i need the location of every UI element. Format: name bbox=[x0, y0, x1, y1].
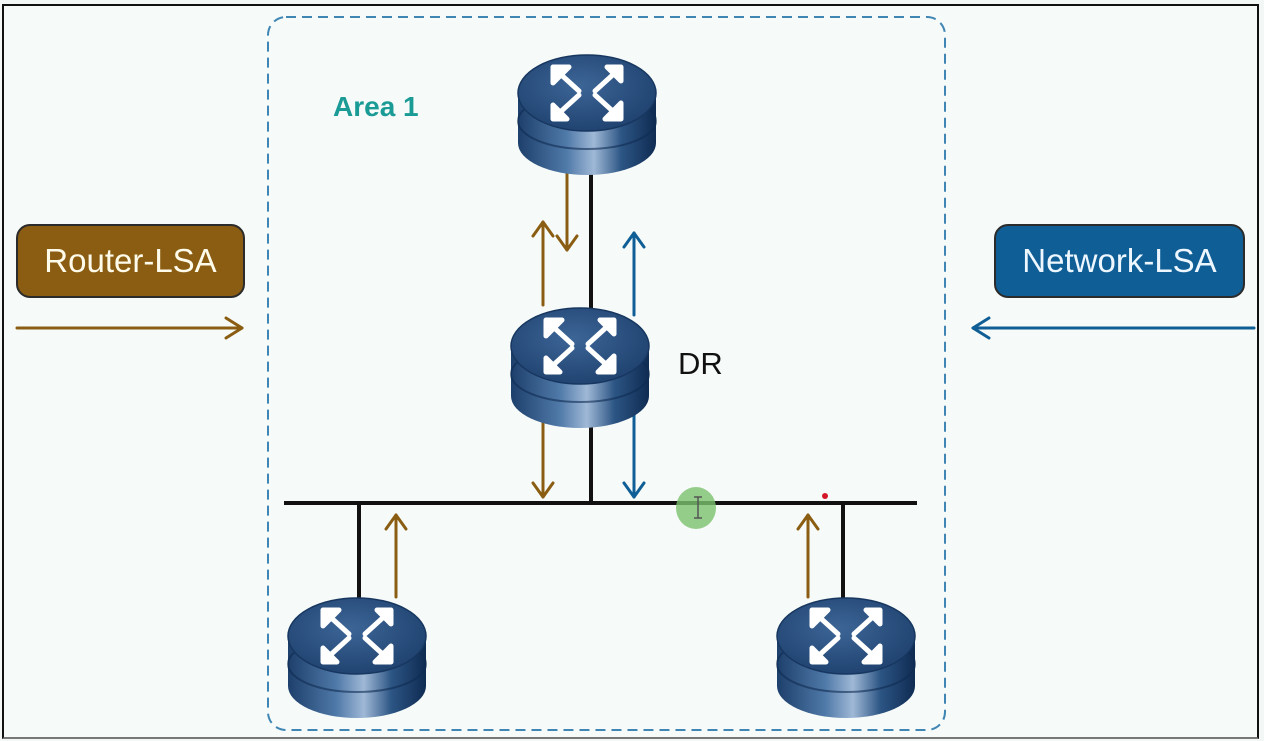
router-lsa-legend: Router-LSA bbox=[16, 224, 245, 298]
dr-label: DR bbox=[678, 346, 723, 381]
router-dr-icon[interactable] bbox=[511, 308, 649, 428]
laser-pointer-dot bbox=[822, 493, 828, 499]
router-top-icon[interactable] bbox=[518, 55, 656, 175]
router-lsa-arrow-dr-to-segment bbox=[531, 413, 555, 499]
cursor-highlight bbox=[676, 487, 716, 529]
network-lsa-label: Network-LSA bbox=[1022, 242, 1217, 279]
network-lsa-arrow-dr-to-top bbox=[622, 231, 646, 317]
text-cursor-icon bbox=[694, 496, 702, 519]
router-bottom-left-icon[interactable] bbox=[288, 598, 426, 718]
router-lsa-arrow-top-to-dr bbox=[555, 164, 579, 252]
router-lsa-legend-arrow bbox=[15, 316, 244, 340]
area-label: Area 1 bbox=[333, 91, 419, 122]
router-lsa-arrow-bottom-right bbox=[796, 513, 820, 599]
network-lsa-legend: Network-LSA bbox=[994, 224, 1245, 298]
area-boundary bbox=[267, 16, 946, 731]
router-lsa-arrow-bottom-left bbox=[384, 513, 408, 599]
network-lsa-arrow-dr-to-segment bbox=[622, 413, 646, 499]
router-lsa-label: Router-LSA bbox=[44, 242, 217, 279]
router-bottom-right-icon[interactable] bbox=[777, 598, 915, 718]
network-lsa-legend-arrow bbox=[971, 316, 1256, 340]
router-lsa-arrow-dr-to-top bbox=[531, 220, 555, 307]
